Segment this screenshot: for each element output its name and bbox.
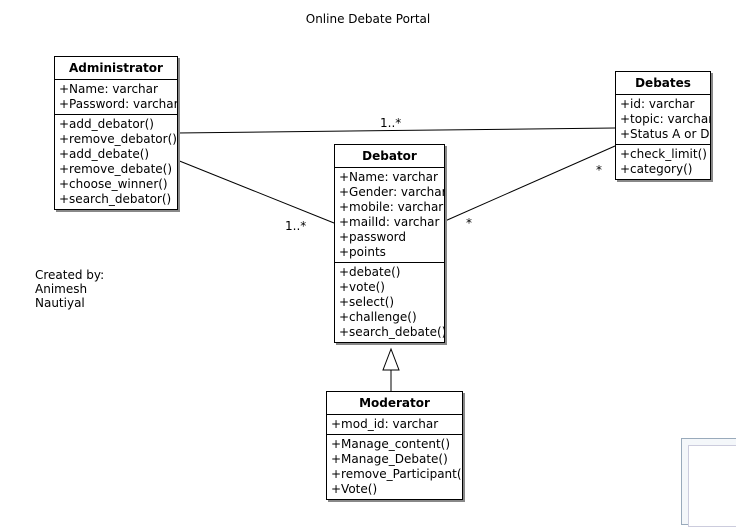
operation: +remove_debator() (59, 132, 177, 146)
overview-navigator[interactable] (681, 438, 736, 527)
attribute: +id: varchar (620, 97, 695, 111)
multiplicity-admin-debator: 1..* (285, 219, 307, 233)
operation: +Manage_content() (331, 437, 451, 451)
class-debates[interactable]: Debates +id: varchar +topic: varchar +St… (615, 71, 711, 180)
attribute: +topic: varchar (620, 112, 710, 126)
operation: +vote() (339, 280, 385, 294)
class-name: Administrator (55, 57, 177, 80)
class-debator[interactable]: Debator +Name: varchar +Gender: varchar … (334, 144, 445, 343)
operation: +remove_Participant() (331, 467, 462, 481)
operation: +category() (620, 162, 693, 176)
attribute: +Gender: varchar (339, 185, 444, 199)
attribute: +mailId: varchar (339, 215, 440, 229)
class-moderator[interactable]: Moderator +mod_id: varchar +Manage_conte… (326, 391, 463, 500)
attributes: +mod_id: varchar (327, 415, 462, 434)
credit-line: Nautiyal (35, 296, 85, 310)
class-name: Moderator (327, 392, 462, 415)
multiplicity-admin-debates: 1..* (380, 116, 402, 130)
diagram-title: Online Debate Portal (305, 12, 431, 26)
operations: +Manage_content() +Manage_Debate() +remo… (327, 434, 462, 499)
attributes: +Name: varchar +Gender: varchar +mobile:… (335, 168, 444, 262)
attribute: +Name: varchar (59, 82, 158, 96)
attribute: +Name: varchar (339, 170, 438, 184)
assoc-admin-debates (176, 127, 616, 134)
operation: +remove_debate() (59, 162, 173, 176)
attributes: +Name: varchar +Password: varchar (55, 80, 177, 114)
generalization-arrowhead (382, 347, 400, 371)
operation: +select() (339, 295, 395, 309)
operation: +add_debator() (59, 117, 154, 131)
class-administrator[interactable]: Administrator +Name: varchar +Password: … (54, 56, 178, 210)
attribute: +Status A or D (620, 127, 710, 141)
credit-line: Created by: (35, 268, 105, 282)
operations: +debate() +vote() +select() +challenge()… (335, 262, 444, 342)
attribute: +mobile: varchar (339, 200, 444, 214)
multiplicity-debator-side: * (466, 216, 472, 230)
operation: +Manage_Debate() (331, 452, 448, 466)
assoc-debator-debates (444, 145, 616, 222)
operations: +add_debator() +remove_debator() +add_de… (55, 114, 177, 209)
class-name: Debates (616, 72, 710, 95)
operation: +check_limit() (620, 147, 707, 161)
attribute: +password (339, 230, 407, 244)
multiplicity-debates-side: * (596, 163, 602, 177)
credit-line: Animesh (35, 282, 88, 296)
operation: +search_debate() (339, 325, 444, 339)
assoc-admin-debator (176, 159, 335, 224)
operation: +Vote() (331, 482, 378, 496)
operation: +challenge() (339, 310, 417, 324)
operation: +debate() (339, 265, 401, 279)
author-credit: Created by: Animesh Nautiyal (35, 268, 104, 310)
attribute: +mod_id: varchar (331, 417, 439, 431)
operations: +check_limit() +category() (616, 144, 710, 179)
attributes: +id: varchar +topic: varchar +Status A o… (616, 95, 710, 144)
attribute: +points (339, 245, 386, 259)
class-name: Debator (335, 145, 444, 168)
overview-page-preview (688, 445, 736, 527)
operation: +search_debator() (59, 192, 172, 206)
attribute: +Password: varchar (59, 97, 177, 111)
operation: +choose_winner() (59, 177, 168, 191)
operation: +add_debate() (59, 147, 150, 161)
